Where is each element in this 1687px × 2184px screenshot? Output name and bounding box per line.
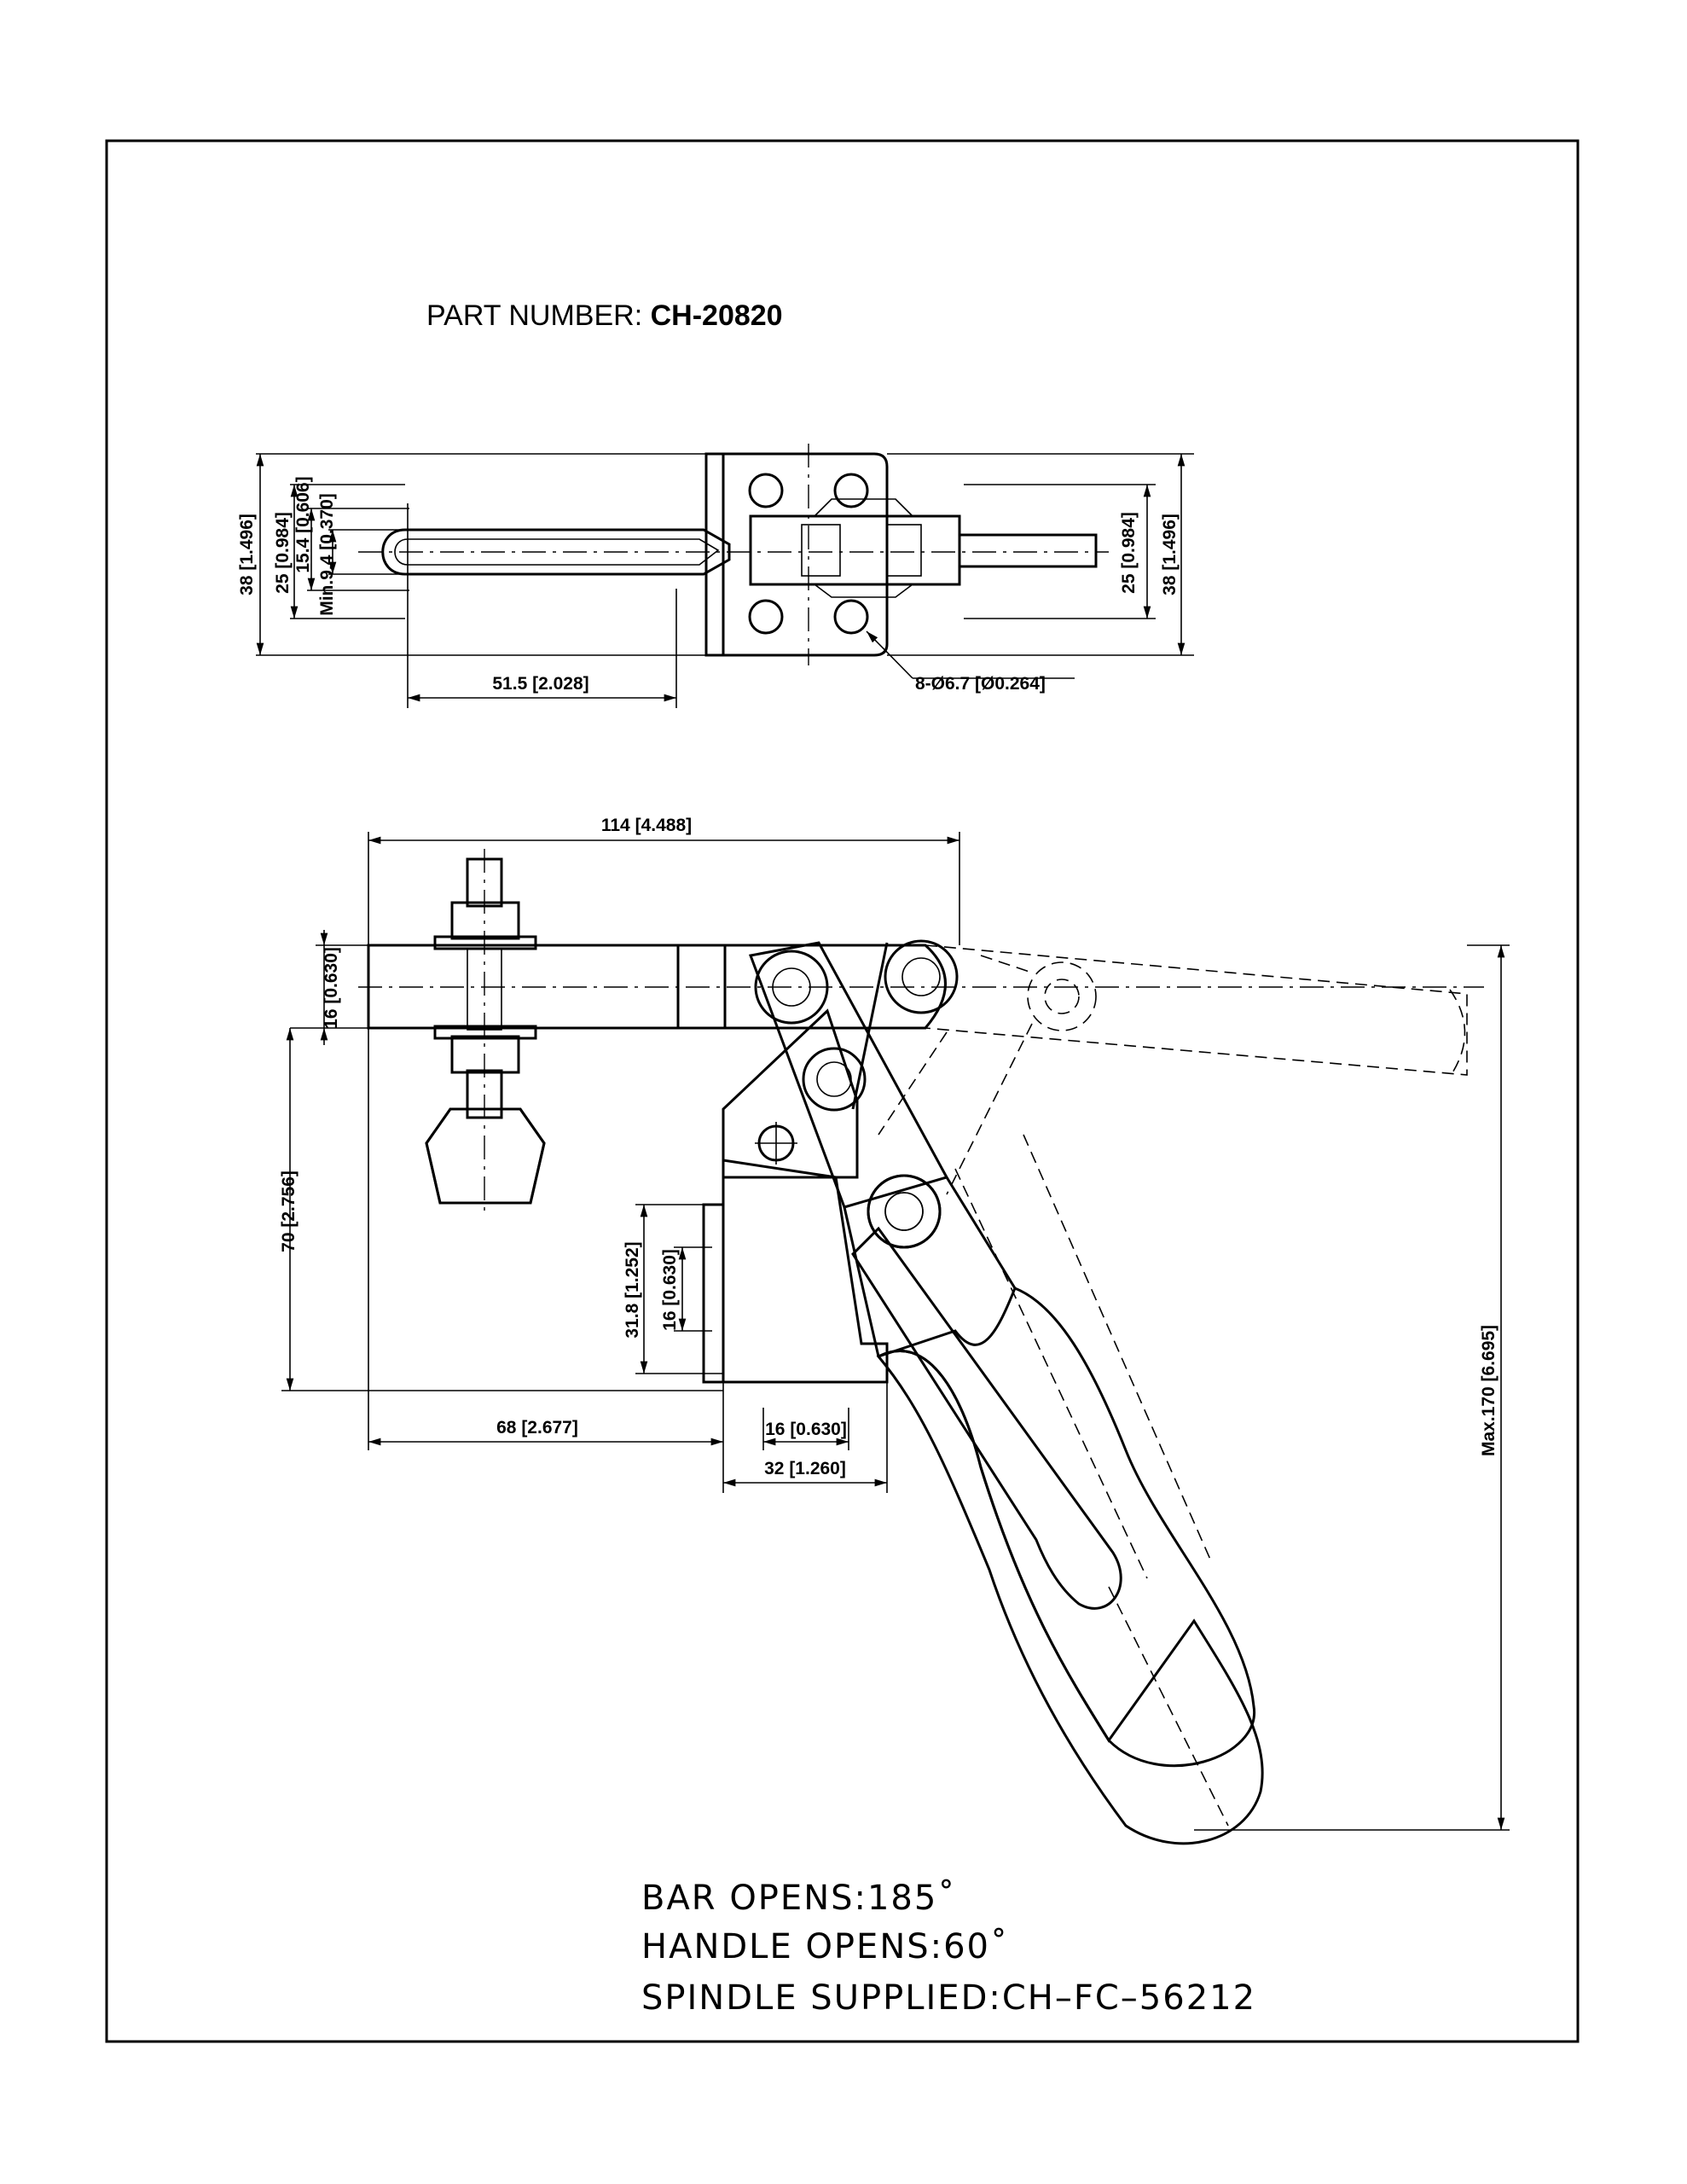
phantom-open-position <box>878 944 1468 1827</box>
part-number-label: PART NUMBER: <box>426 299 651 332</box>
dim-top-right-width: 25 [0.984] <box>1119 512 1139 594</box>
dim-top-overall-height: 38 [1.496] <box>237 514 257 595</box>
mounting-hole <box>833 599 869 635</box>
dim-side-max-height: Max.170 [6.695] <box>1479 1325 1499 1456</box>
handle-grip-front <box>876 1350 1264 1845</box>
mounting-hole <box>748 599 784 635</box>
part-number-value: CH-20820 <box>651 299 783 332</box>
base-bracket <box>702 1008 889 1384</box>
dim-side-height: 70 [2.756] <box>279 1170 299 1252</box>
top-handle-loop <box>381 528 731 576</box>
note-handle-opens: HANDLE OPENS:60˚ <box>641 1927 1009 1966</box>
dim-top-length: 51.5 [2.028] <box>492 674 588 694</box>
dim-side-base-width: 32 [1.260] <box>764 1459 846 1478</box>
part-number-title: PART NUMBER: CH-20820 <box>426 299 783 332</box>
top-view: 38 [1.496] 25 [0.984] 15.4 [0.606] Min.9… <box>237 444 1194 708</box>
dim-top-min-width: Min.9.4 [0.370] <box>317 493 337 616</box>
dim-side-base-inner: 16 [0.630] <box>660 1249 680 1331</box>
note-bar-opens: BAR OPENS:185˚ <box>641 1879 956 1918</box>
spindle <box>425 849 546 1211</box>
handle-slot <box>851 1226 1122 1610</box>
dim-side-bar-length: 114 [4.488] <box>601 816 692 835</box>
dim-top-bar-width: 25 [0.984] <box>273 512 293 594</box>
dim-top-holes: 8-Ø6.7 [Ø0.264] <box>915 674 1046 694</box>
dim-top-inner-width: 15.4 [0.606] <box>293 476 313 572</box>
top-base-plate <box>722 452 889 657</box>
dim-side-bar-thickness: 16 [0.630] <box>322 947 341 1029</box>
drawing-border <box>105 139 1580 2043</box>
mounting-hole <box>748 473 784 508</box>
dim-top-right-height: 38 [1.496] <box>1160 514 1180 595</box>
mounting-hole <box>833 473 869 508</box>
top-linkage-body <box>749 514 961 586</box>
top-clamp-bar <box>958 533 1098 568</box>
dim-side-offset: 68 [2.677] <box>496 1418 578 1438</box>
spindle-cap <box>425 1107 546 1205</box>
dim-side-base-inner-width: 16 [0.630] <box>765 1420 847 1439</box>
top-base-plate-flange <box>704 452 725 657</box>
side-view: 114 [4.488] 16 [0.630] 70 [2.756] 31.8 [… <box>279 816 1510 1845</box>
dim-side-base-height: 31.8 [1.252] <box>623 1241 642 1338</box>
note-spindle-supplied: SPINDLE SUPPLIED:CH–FC–56212 <box>641 1978 1256 2018</box>
handle-grip <box>878 1287 1255 1768</box>
